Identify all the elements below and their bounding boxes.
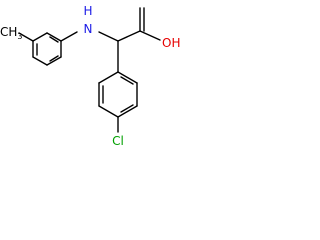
bond-ring-a-double-2: [49, 55, 59, 62]
bond-ring-a-3: [46, 56, 62, 66]
bond-ring-a-6: [32, 32, 48, 42]
bond-ring-a-2: [32, 56, 48, 66]
amine-h-label: H: [83, 4, 92, 18]
methyl-label: CH3: [0, 25, 23, 41]
bond-methyl-ring: [18, 32, 34, 42]
bond-ring-n: [60, 31, 78, 42]
methyl-subscript: 3: [17, 32, 22, 41]
bond-ring-b-double-3: [120, 76, 134, 85]
bond-n-alpha: [98, 31, 119, 42]
bond-ring-b-3: [98, 105, 119, 118]
amine-n-label: N: [84, 22, 93, 36]
chlorine-label: Cl: [112, 134, 124, 148]
bond-ring-b-4: [117, 105, 138, 118]
bond-ring-a-double-3: [49, 36, 59, 43]
bond-ring-b-double-2: [120, 104, 134, 113]
bond-alpha-carboxyl: [117, 30, 141, 42]
hydroxyl-label: OH: [162, 36, 180, 50]
bond-ring-a-5: [46, 32, 62, 42]
bond-hydroxyl: [139, 30, 161, 41]
bond-ring-b-1: [98, 71, 119, 84]
bond-ring-b-6: [117, 71, 138, 84]
methyl-c: CH: [0, 25, 17, 39]
molecule-structure: CH3 H N OH Cl: [0, 4, 180, 148]
